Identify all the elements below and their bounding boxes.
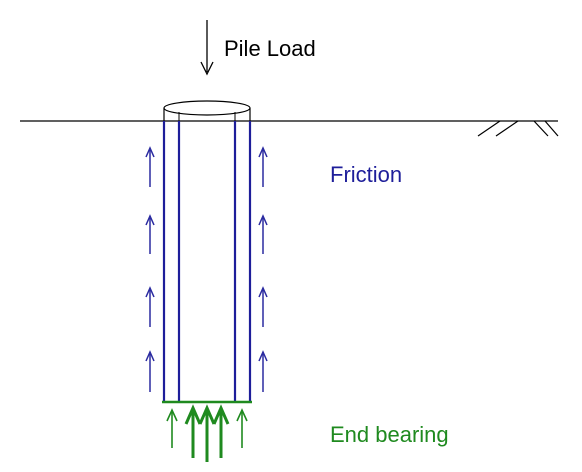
friction-arrow <box>145 286 155 327</box>
friction-arrows-left <box>145 146 155 392</box>
end-bearing-label: End bearing <box>330 422 449 447</box>
friction-label: Friction <box>330 162 402 187</box>
pile-top-cap <box>163 100 251 121</box>
friction-arrow <box>258 214 268 254</box>
friction-arrows-right <box>258 146 268 392</box>
bearing-arrow <box>166 408 178 448</box>
friction-arrow <box>258 350 268 392</box>
bearing-arrow <box>198 404 216 462</box>
pile-load-label: Pile Load <box>224 36 316 61</box>
pile-load-arrow <box>200 20 214 76</box>
pile-shaft <box>162 121 252 402</box>
bearing-arrow <box>212 404 230 458</box>
friction-arrow <box>258 286 268 327</box>
bearing-arrow <box>184 404 202 458</box>
friction-arrow <box>145 350 155 392</box>
end-bearing-arrows <box>166 404 248 462</box>
ground-hatch-symbol <box>477 120 559 137</box>
friction-arrow <box>145 214 155 254</box>
friction-arrow <box>145 146 155 187</box>
friction-arrow <box>258 146 268 187</box>
bearing-arrow <box>236 408 248 448</box>
